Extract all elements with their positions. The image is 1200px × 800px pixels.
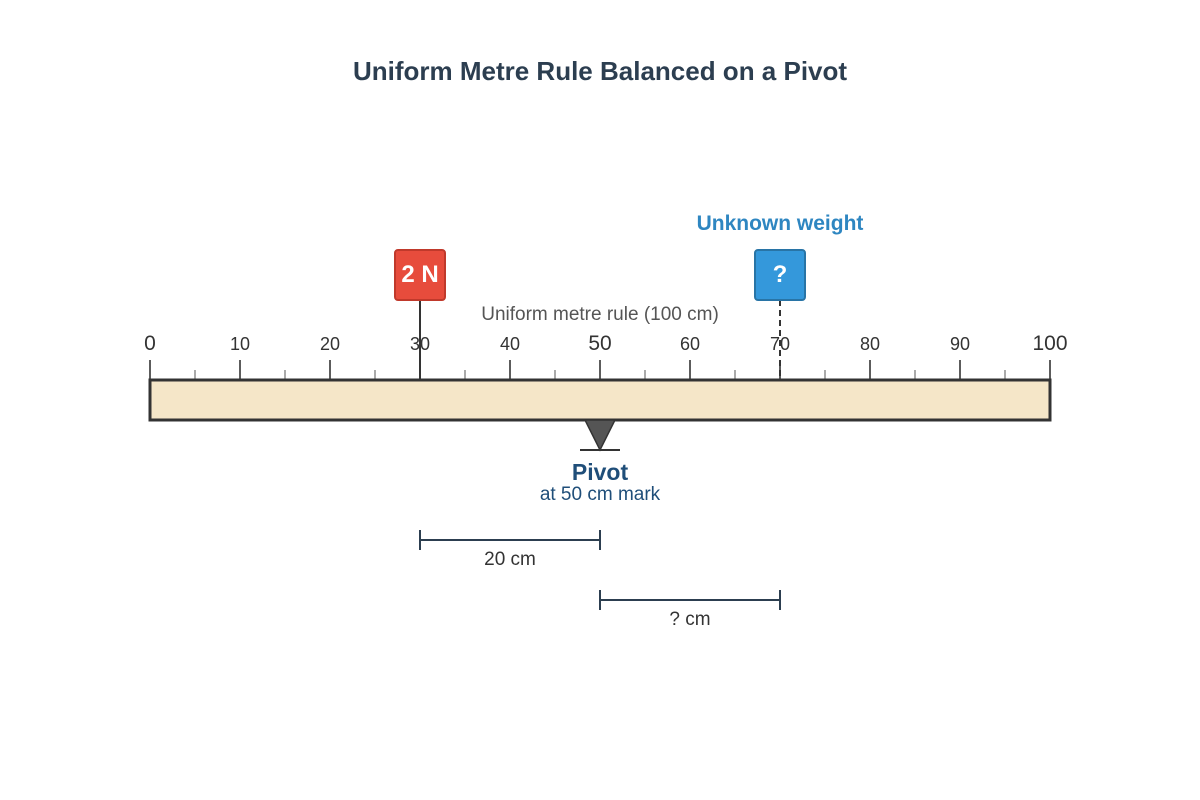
known-weight-box bbox=[394, 249, 446, 301]
tick-label: 10 bbox=[230, 334, 250, 354]
tick-label: 100 bbox=[1032, 332, 1067, 355]
tick-label: 50 bbox=[588, 332, 611, 355]
tick-label: 20 bbox=[320, 334, 340, 354]
tick-label: 80 bbox=[860, 334, 880, 354]
unknown-weight-box bbox=[754, 249, 806, 301]
diagram-title: Uniform Metre Rule Balanced on a Pivot bbox=[353, 56, 847, 86]
unknown-weight-caption: Unknown weight bbox=[697, 212, 864, 235]
distance-markers: 20 cm ? cm bbox=[419, 530, 781, 630]
tick-label: 60 bbox=[680, 334, 700, 354]
tick-label: 90 bbox=[950, 334, 970, 354]
rule-caption: Uniform metre rule (100 cm) bbox=[481, 304, 719, 325]
pivot-triangle bbox=[583, 419, 617, 452]
pivot-label: Pivot bbox=[572, 459, 629, 485]
unknown-weight-label: ? bbox=[773, 261, 788, 288]
known-weight-label: 2 N bbox=[401, 261, 438, 288]
distance-label: ? cm bbox=[669, 609, 710, 630]
tick-label: 0 bbox=[144, 332, 156, 355]
metre-rule-bar bbox=[148, 378, 1052, 422]
tick-label: 40 bbox=[500, 334, 520, 354]
distance-label: 20 cm bbox=[484, 549, 536, 570]
pivot-sublabel: at 50 cm mark bbox=[540, 484, 661, 505]
